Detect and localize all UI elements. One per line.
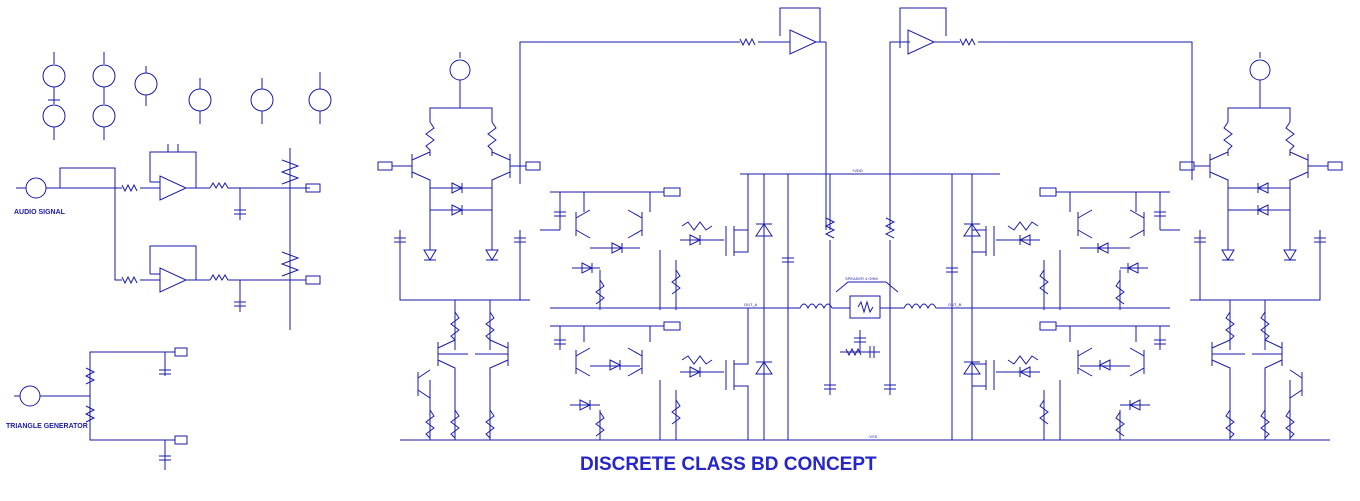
opamp-bottom: [159, 267, 188, 293]
voltage-source-v7: [134, 66, 158, 106]
net-tag-audio-b: [305, 275, 321, 285]
audio-source-symbol: [25, 177, 47, 199]
opamp-fb-b: [889, 29, 936, 230]
vdd-label: +VDD: [852, 168, 863, 173]
audio-input-stage: AUDIO SIGNAL: [14, 144, 321, 330]
feedback-opamps: [519, 7, 1193, 230]
voltage-source-v5: [92, 52, 116, 140]
right-power-stage: [946, 52, 1343, 440]
inductor-l1: [799, 303, 833, 310]
vss-label: -VSS: [868, 434, 878, 439]
voltage-source-v9: [188, 78, 212, 124]
voltage-source-v11: [250, 78, 274, 124]
triangle-generator-label: TRIANGLE GENERATOR: [6, 423, 88, 430]
opamp-fb-a: [789, 29, 818, 55]
triangle-generator: TRIANGLE GENERATOR: [6, 347, 188, 470]
diagram-title: DISCRETE CLASS BD CONCEPT: [580, 454, 877, 475]
net-tag-audio-a: [305, 183, 321, 193]
speaker-label: SPEAKER 4 OHM: [845, 276, 878, 281]
inductor-l2: [903, 303, 937, 310]
voltage-source-v3: [42, 52, 66, 140]
output-filter: SPEAKER 4 OHM OUT_A OUT_B +VDD -VSS: [744, 168, 970, 439]
out-a-label: OUT_A: [744, 302, 758, 307]
speaker-load: [849, 295, 881, 319]
out-b-label: OUT_B: [948, 302, 962, 307]
supply-sources: [42, 52, 332, 140]
opamp-top: [159, 175, 188, 201]
voltage-source-v12: [308, 72, 332, 124]
audio-signal-label: AUDIO SIGNAL: [14, 209, 66, 216]
pulse-source-symbol: [19, 385, 41, 407]
left-power-stage: [377, 52, 1330, 441]
